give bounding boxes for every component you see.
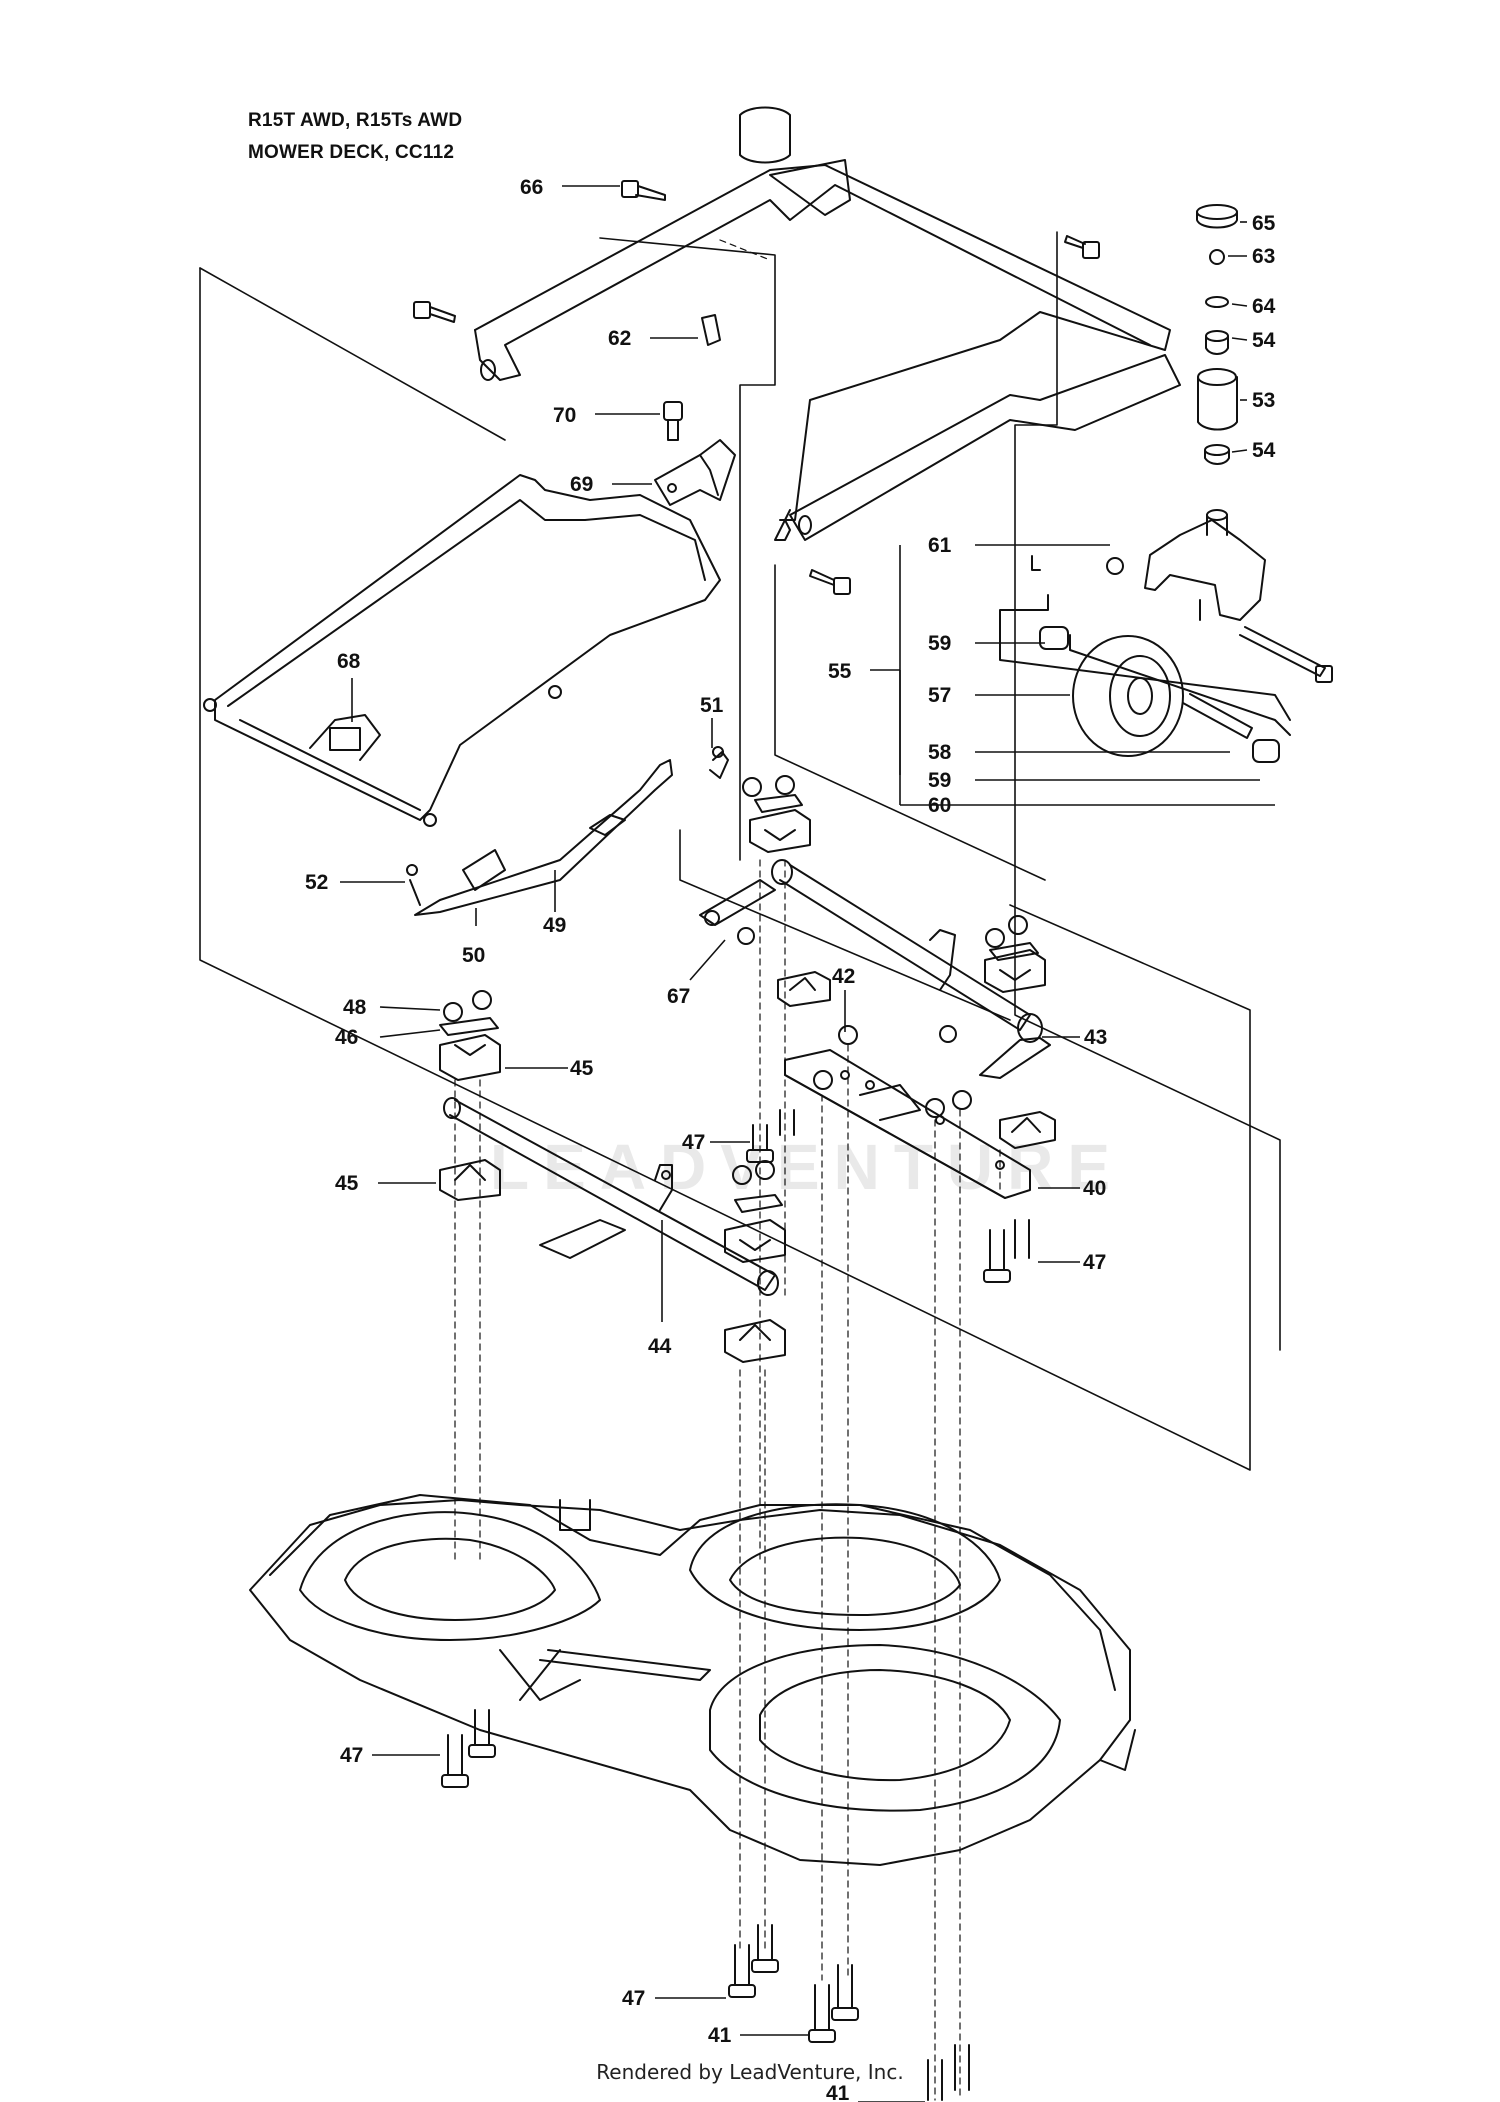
diagram-title-models: R15T AWD, R15Ts AWD	[248, 110, 463, 131]
callout-41: 41	[708, 2024, 732, 2047]
callout-58: 58	[928, 741, 952, 764]
callout-42: 42	[832, 965, 855, 988]
callout-48: 48	[343, 996, 367, 1019]
callout-54: 54	[1252, 329, 1276, 352]
callout-47b: 47	[1083, 1251, 1106, 1274]
callout-52: 52	[305, 871, 328, 894]
front-hanger-68	[203, 474, 721, 827]
callout-45: 45	[570, 1057, 594, 1080]
callout-47: 47	[682, 1131, 705, 1154]
callout-64: 64	[1252, 295, 1276, 318]
callout-68: 68	[337, 650, 361, 673]
callout-53: 53	[1252, 389, 1275, 412]
callout-59b: 59	[928, 769, 951, 792]
callout-55: 55	[828, 660, 852, 683]
callout-57: 57	[928, 684, 951, 707]
nuts-and-plates	[439, 775, 1039, 1213]
caster-assembly	[999, 204, 1333, 763]
bracket-69	[654, 439, 736, 506]
callout-62: 62	[608, 327, 631, 350]
bolts-47-41	[441, 1109, 1030, 2101]
callout-47c: 47	[340, 1744, 363, 1767]
alignment-lines	[454, 239, 1001, 2101]
frame-lines	[199, 231, 1281, 1471]
rod-assembly-49-50	[406, 759, 673, 916]
clip-51	[709, 746, 729, 779]
bolt-70	[663, 401, 683, 441]
bolt-right-arm	[809, 569, 851, 595]
callout-60: 60	[928, 794, 951, 817]
callout-54b: 54	[1252, 439, 1276, 462]
callout-44: 44	[648, 1335, 672, 1358]
callout-69: 69	[570, 473, 593, 496]
callout-51: 51	[700, 694, 724, 717]
callouts	[340, 185, 1275, 2102]
callout-50: 50	[462, 944, 485, 967]
bolt-right-top	[1064, 235, 1100, 259]
footer-credit: Rendered by LeadVenture, Inc.	[596, 2060, 904, 2084]
callout-65: 65	[1252, 212, 1276, 235]
callout-49: 49	[543, 914, 566, 937]
callout-59: 59	[928, 632, 951, 655]
lift-arm-assembly	[474, 106, 1181, 541]
callout-46: 46	[335, 1026, 358, 1049]
callout-41b: 41	[826, 2082, 850, 2102]
callout-47d: 47	[622, 1987, 645, 2010]
front-axle-44	[443, 1097, 779, 1296]
callout-66: 66	[520, 176, 543, 199]
callout-63: 63	[1252, 245, 1275, 268]
mower-deck	[249, 1494, 1136, 1866]
callout-61: 61	[928, 534, 952, 557]
rear-hanger-shaft-43	[699, 859, 1051, 1079]
bolt-left-arm	[413, 301, 456, 323]
callout-67: 67	[667, 985, 690, 1008]
bushing-blocks-45	[439, 809, 1056, 1363]
diagram-title-assembly: MOWER DECK, CC112	[248, 142, 455, 163]
callout-43: 43	[1084, 1026, 1107, 1049]
callout-45b: 45	[335, 1172, 359, 1195]
bracket-62	[701, 314, 721, 346]
bolt-66	[621, 180, 666, 201]
callout-70: 70	[553, 404, 576, 427]
callout-40: 40	[1083, 1177, 1106, 1200]
